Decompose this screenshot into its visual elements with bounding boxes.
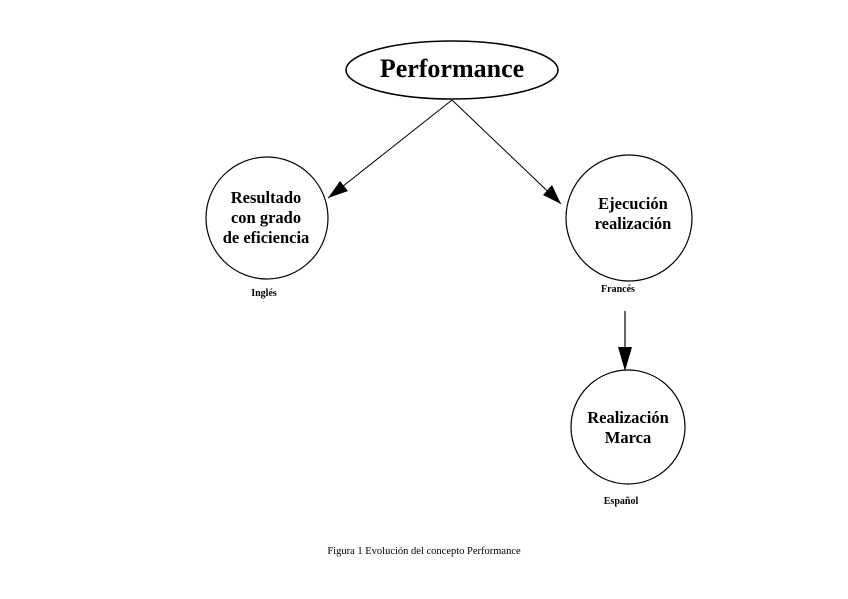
french-node-circle	[565, 154, 693, 282]
english-node-line-3: de eficiencia	[222, 227, 310, 247]
arrowhead-french	[543, 185, 561, 204]
figure-caption: Figura 1 Evolución del concepto Performa…	[327, 546, 521, 557]
root-node-text: Performance	[379, 54, 525, 83]
root-node-label: Performance	[346, 53, 558, 84]
spanish-node-circle	[570, 369, 686, 485]
english-node-circle	[205, 156, 329, 280]
arrowhead-spanish	[618, 347, 632, 371]
arrow-root-to-english	[327, 99, 453, 199]
spanish-node-line-2: Marca	[604, 427, 652, 447]
spanish-node-label: Realización Marca	[558, 408, 698, 448]
spanish-language-label: Español	[603, 496, 639, 507]
french-node-line-1: Ejecución	[598, 194, 668, 213]
arrowhead-english	[328, 181, 348, 198]
english-node-line-2: con grado	[230, 207, 302, 227]
french-node-line-2: realización	[594, 213, 672, 233]
french-node-label: Ejecución realización	[563, 194, 703, 234]
arrow-root-to-french	[451, 99, 562, 205]
english-node-label: Resultado con grado de eficiencia	[196, 188, 336, 247]
spanish-node-line-1: Realización	[587, 408, 669, 427]
english-language-label: Inglés	[251, 288, 277, 299]
french-language-label: Francés	[601, 284, 635, 295]
english-node-line-1: Resultado	[230, 188, 302, 207]
root-node-ellipse	[345, 40, 559, 100]
